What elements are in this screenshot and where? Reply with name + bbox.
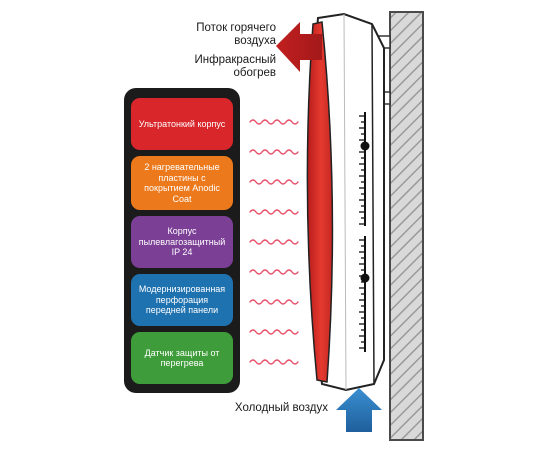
feature-ip24-body: Корпус пылевлагозащитный IP 24 <box>131 216 233 268</box>
hot-air-arrow <box>276 22 322 72</box>
heat-wave <box>249 149 299 155</box>
feature-overheat-sensor: Датчик защиты от перегрева <box>131 332 233 384</box>
infrared-heat-waves <box>249 119 299 365</box>
hot-air-label: Поток горячего воздуха <box>196 22 276 47</box>
heat-wave <box>249 329 299 335</box>
heat-wave <box>249 359 299 365</box>
heat-wave <box>249 209 299 215</box>
heat-wave <box>249 119 299 125</box>
heater-scale-lower <box>359 236 370 352</box>
heater-body <box>306 12 385 392</box>
heat-wave <box>249 239 299 245</box>
feature-ultrathin-body: Ультратонкий корпус <box>131 98 233 150</box>
cold-air-label: Холодный воздух <box>234 402 328 414</box>
feature-panel: Ультратонкий корпус 2 нагревательные пла… <box>124 88 240 393</box>
heater-front-panel <box>306 21 334 383</box>
cold-air-arrow <box>336 388 382 432</box>
wall <box>389 11 424 441</box>
feature-front-perforation: Модернизированная перфорация передней па… <box>131 274 233 326</box>
heat-wave <box>249 269 299 275</box>
infrared-label: Инфракрасный обогрев <box>194 54 276 79</box>
heater-scale-upper <box>359 112 370 226</box>
heat-wave <box>249 179 299 185</box>
feature-heating-plates: 2 нагревательные пластины с покрытием An… <box>131 156 233 210</box>
heat-wave <box>249 299 299 305</box>
